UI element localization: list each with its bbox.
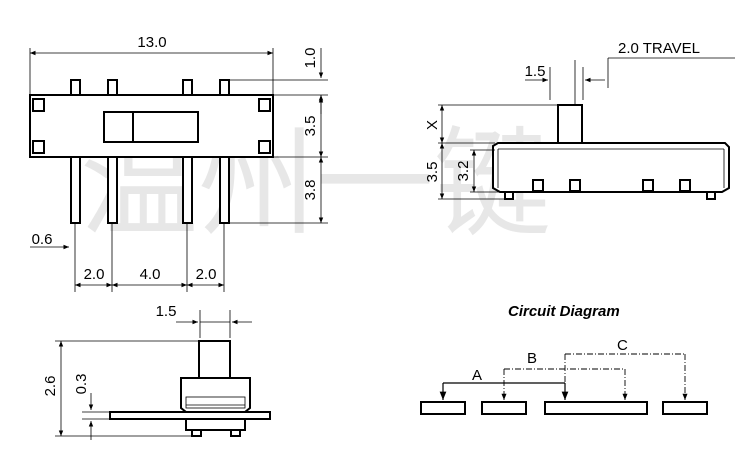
circuit-label-c: C bbox=[617, 337, 628, 354]
terminal bbox=[420, 401, 466, 415]
side-body-height-label: 3.2 bbox=[455, 161, 472, 182]
terminal bbox=[662, 401, 708, 415]
body-height-label: 3.5 bbox=[302, 116, 319, 137]
side-overall-height-label: 3.5 bbox=[424, 162, 441, 183]
end-offset-label: 0.3 bbox=[73, 374, 90, 395]
end-body bbox=[180, 377, 251, 431]
switch-body-side bbox=[492, 142, 730, 193]
lead bbox=[107, 156, 118, 224]
top-pin bbox=[219, 79, 230, 97]
end-actuator bbox=[198, 340, 231, 380]
circuit-title: Circuit Diagram bbox=[508, 303, 620, 320]
pitch-right-label: 2.0 bbox=[196, 266, 217, 283]
travel-label: 2.0 TRAVEL bbox=[618, 40, 700, 57]
circuit-diagram: Circuit Diagram A B C bbox=[420, 303, 708, 415]
circuit-label-b: B bbox=[527, 350, 537, 367]
pin-height-label: 1.0 bbox=[302, 48, 319, 69]
lead bbox=[219, 156, 230, 224]
side-view: 2.0 TRAVEL 1.5 X 3.5 3.2 bbox=[424, 40, 735, 200]
top-pin bbox=[70, 79, 81, 97]
end-total-height-label: 2.6 bbox=[42, 376, 59, 397]
top-width-label: 13.0 bbox=[137, 34, 166, 51]
side-actuator-width-label: 1.5 bbox=[525, 63, 546, 80]
top-view: 13.0 1.0 3.5 3.8 0.6 bbox=[29, 34, 328, 292]
lead-length-label: 3.8 bbox=[302, 180, 319, 201]
top-pin bbox=[182, 79, 193, 97]
circuit-label-a: A bbox=[472, 367, 482, 384]
slider-window bbox=[103, 111, 199, 143]
lead-width-label: 0.6 bbox=[32, 231, 53, 248]
end-view: 1.5 2.6 0.3 bbox=[42, 303, 271, 440]
terminal-common bbox=[544, 401, 648, 415]
end-actuator-width-label: 1.5 bbox=[156, 303, 177, 320]
lead bbox=[182, 156, 193, 224]
actuator bbox=[557, 104, 583, 144]
terminal bbox=[481, 401, 527, 415]
x-label: X bbox=[424, 120, 441, 130]
top-pin bbox=[107, 79, 118, 97]
mounting-plate bbox=[109, 411, 271, 420]
pitch-mid-label: 4.0 bbox=[140, 266, 161, 283]
lead bbox=[70, 156, 81, 224]
pitch-left-label: 2.0 bbox=[84, 266, 105, 283]
